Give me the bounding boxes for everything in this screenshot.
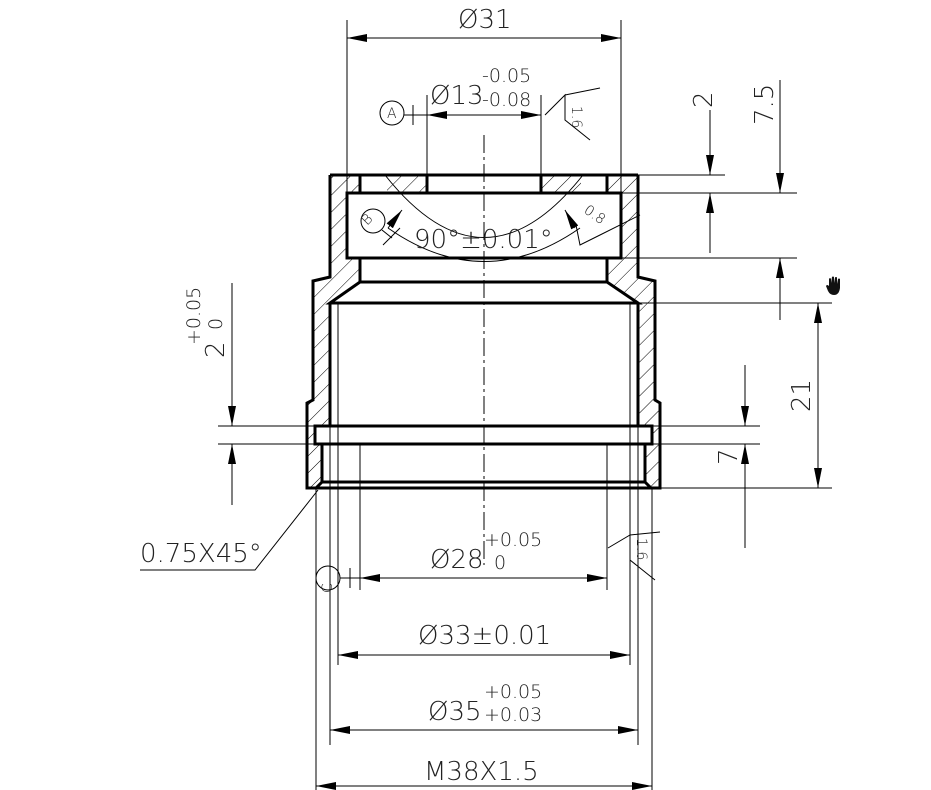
- datum-c-label: C: [320, 583, 336, 593]
- dim-7: 7: [714, 448, 744, 465]
- dim-d28: Ø28: [430, 545, 484, 575]
- hand-cursor-icon: [826, 276, 840, 295]
- dim-2-top: 2: [689, 91, 719, 108]
- datum-c: [315, 565, 360, 591]
- roughness-bore: 1.6: [633, 538, 649, 560]
- dim-d33: Ø33±0.01: [418, 621, 551, 651]
- dim-21: 21: [787, 379, 817, 412]
- dim-d35-upper: +0.05: [484, 681, 542, 703]
- dim-7-5: 7.5: [750, 84, 780, 125]
- extension-lines: [218, 20, 832, 790]
- dim-d35: Ø35: [428, 697, 482, 727]
- thread-dimension: M38X1.5: [424, 757, 539, 787]
- angle-dimension: 90°±0.01°: [414, 225, 553, 255]
- dim-d28-upper: +0.05: [484, 529, 542, 551]
- dim-2-left: 2: [201, 341, 231, 358]
- dim-2-left-upper: +0.05: [183, 287, 205, 345]
- datum-a-label: A: [387, 106, 397, 122]
- roughness-symbol-bore: [607, 531, 661, 581]
- datum-a: [379, 100, 427, 126]
- datum-b-label: B: [359, 211, 377, 229]
- roughness-top: 1.6: [568, 106, 584, 128]
- roughness-cone: 0.8: [581, 202, 608, 228]
- dim-d13: Ø13: [430, 81, 484, 111]
- datum-b: [360, 208, 401, 246]
- dim-d31: Ø31: [458, 5, 512, 35]
- dim-2-left-lower: 0: [205, 318, 227, 330]
- roughness-symbol-top: [544, 87, 601, 141]
- chamfer-note: 0.75X45°: [140, 539, 262, 569]
- dim-d13-upper: -0.05: [482, 65, 531, 87]
- dim-d28-lower: 0: [494, 552, 506, 574]
- dimension-lines: [140, 34, 822, 790]
- dim-d13-lower: -0.08: [482, 89, 531, 111]
- roughness-symbol-cone: [575, 214, 641, 246]
- dim-d35-lower: +0.03: [484, 704, 542, 726]
